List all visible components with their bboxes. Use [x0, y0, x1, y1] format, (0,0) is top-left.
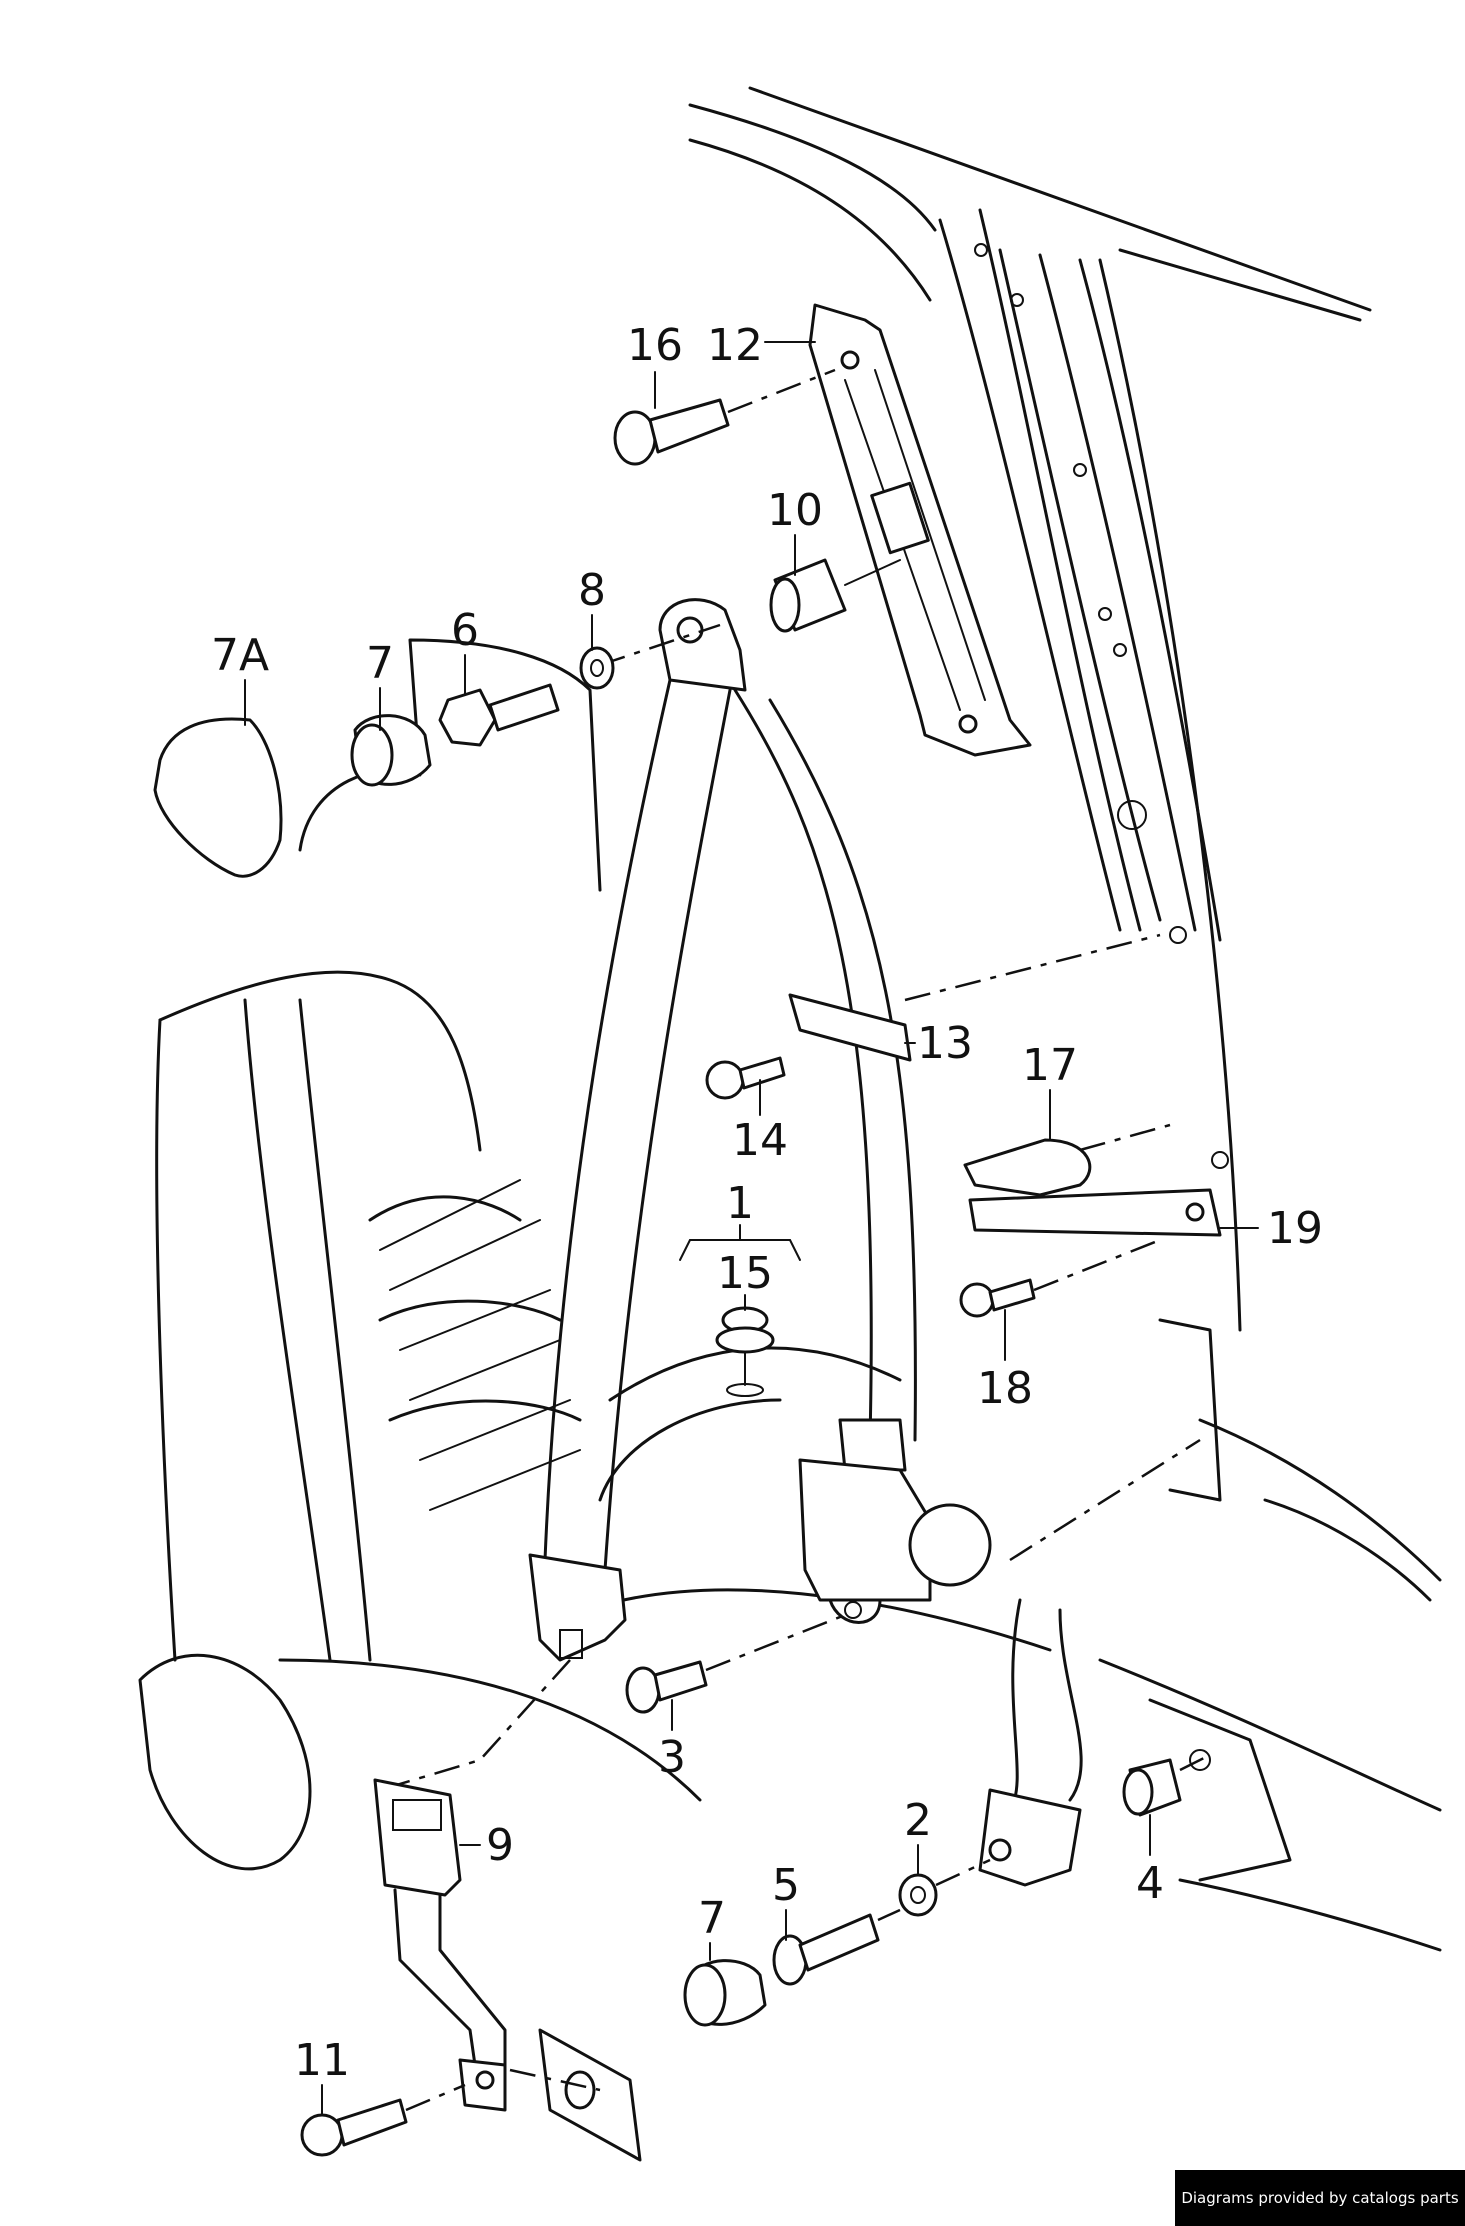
callout-13: 13: [917, 1018, 973, 1069]
cap-7-bottom: [683, 1959, 767, 2027]
belt-guide-13: [788, 933, 1161, 1062]
callout-5: 5: [772, 1860, 800, 1911]
callout-11: 11: [294, 2035, 350, 2086]
callout-8: 8: [578, 565, 606, 616]
screw-18: [959, 1238, 1161, 1318]
callout-14: 14: [732, 1115, 788, 1166]
leader-lines: [244, 341, 1259, 2116]
screw-14: [705, 1056, 786, 1100]
bolt-5: [772, 1908, 901, 1986]
callout-3: 3: [658, 1732, 686, 1783]
callout-15: 15: [717, 1248, 773, 1299]
bolt-3: [625, 1613, 846, 1714]
callout-17: 17: [1022, 1040, 1078, 1091]
height-adjuster-rail: [808, 303, 1032, 757]
screw-11: [300, 2083, 466, 2157]
bolt-16: [613, 368, 836, 466]
callout-18: 18: [977, 1363, 1033, 1414]
callout-19: 19: [1267, 1203, 1323, 1254]
callout-12: 12: [707, 320, 763, 371]
spacer-4: [1122, 1749, 1211, 1817]
clip-17: [963, 1123, 1171, 1197]
callout-7a: 7A: [211, 630, 269, 681]
callout-2: 2: [904, 1795, 932, 1846]
callout-10: 10: [767, 485, 823, 536]
bracket-19: [968, 1188, 1222, 1237]
callout-4: 4: [1136, 1858, 1164, 1909]
lower-anchor-strap: [978, 1438, 1201, 1887]
callout-7-top: 7: [366, 638, 394, 689]
cover-7a: [153, 717, 283, 878]
belt-webbing: [543, 678, 917, 1572]
callout-9: 9: [486, 1820, 514, 1871]
belt-tongue: [379, 1553, 627, 1792]
washer-8: [579, 646, 615, 690]
grommet-15: [715, 1306, 775, 1397]
upper-anchor-plate: [599, 598, 747, 692]
callout-6: 6: [451, 605, 479, 656]
callout-1: 1: [726, 1178, 754, 1229]
buckle-9: [373, 1778, 507, 2112]
cap-7-top: [350, 714, 432, 787]
washer-2: [898, 1858, 991, 1917]
callout-7-bottom: 7: [698, 1893, 726, 1944]
spacer-sleeve-10: [769, 558, 901, 633]
callout-labels: 16 12 10 8 7A 7 6 13 17 14 1 15 19 18 3 …: [211, 320, 1323, 2086]
footer-credit: Diagrams provided by catalogs parts: [1175, 2170, 1465, 2226]
buckle-floor-mount: [509, 2028, 642, 2162]
bolt-6: [438, 683, 560, 747]
body-pillar-outline: [688, 86, 1442, 1952]
retractor: [798, 1418, 992, 1624]
callout-16: 16: [627, 320, 683, 371]
